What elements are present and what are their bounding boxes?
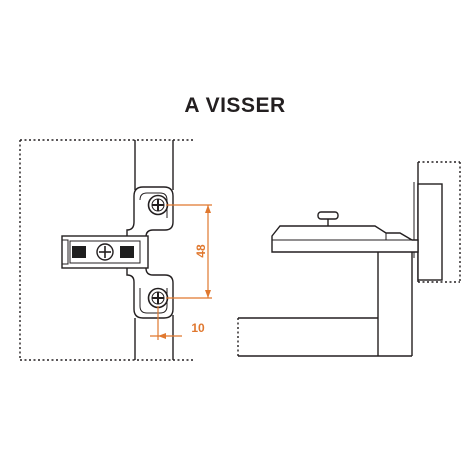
dimension-arrowheads <box>158 205 211 339</box>
support-post <box>377 252 413 357</box>
mounting-plate-inner-edge <box>139 192 168 314</box>
mounting-plate <box>126 186 174 319</box>
arrowhead-left <box>158 333 166 339</box>
cabinet-wall-section <box>237 317 378 357</box>
hinge-arm-inner <box>69 240 141 264</box>
arm-screw-cross <box>99 246 111 258</box>
arrowhead-up <box>205 205 211 213</box>
arm-slot-right <box>120 246 134 258</box>
top-adjustment-screw-icon <box>317 211 339 226</box>
dimension-label-10: 10 <box>191 321 205 335</box>
panel-front-edge <box>134 140 174 360</box>
cabinet-panel-outline <box>19 139 195 361</box>
dimension-label-48: 48 <box>194 244 208 258</box>
hinge-cup-plate <box>417 183 443 281</box>
hinge-body <box>271 225 419 253</box>
upper-fixing-screw-icon <box>147 194 169 216</box>
arm-slot-left <box>72 246 86 258</box>
arm-end-cap <box>61 239 69 265</box>
right-side-view <box>237 161 461 357</box>
arrowhead-down <box>205 290 211 298</box>
diagram-title: A VISSER <box>184 94 286 117</box>
dimension-lines <box>150 204 212 340</box>
left-front-view <box>19 139 195 361</box>
lower-fixing-screw-icon <box>147 287 169 309</box>
door-panel-outline <box>418 161 461 283</box>
